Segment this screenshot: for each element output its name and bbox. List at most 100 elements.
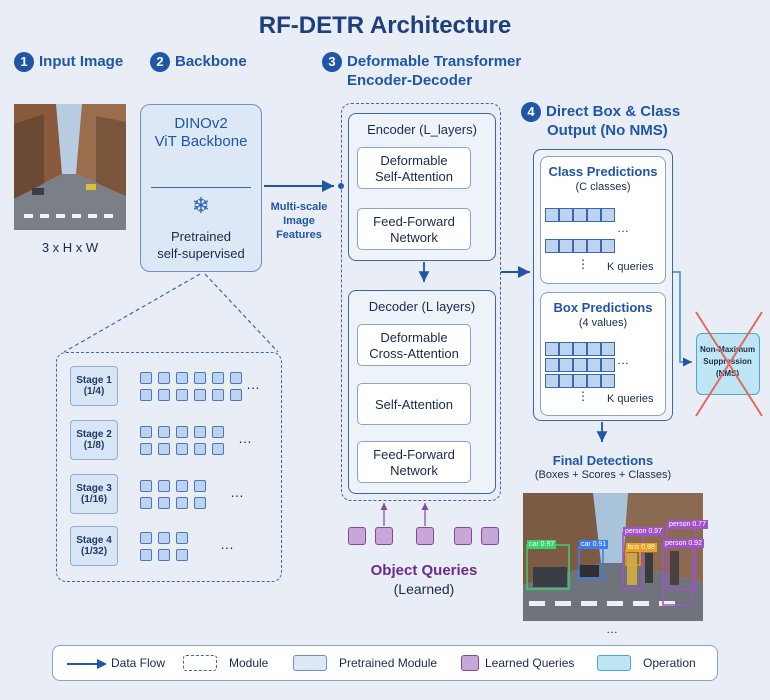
prediction-cell bbox=[559, 239, 573, 253]
legend-operation: Operation bbox=[643, 656, 696, 670]
box-predictions-sub: (4 values) bbox=[578, 317, 628, 329]
feature-cell bbox=[176, 549, 188, 561]
features-label-line1: Multi-scale bbox=[270, 201, 328, 213]
object-query-4 bbox=[454, 527, 472, 545]
step-3-label-line2: Encoder-Decoder bbox=[347, 72, 473, 89]
legend: Data Flow Module Pretrained Module Learn… bbox=[52, 645, 718, 681]
feature-cell bbox=[212, 443, 224, 455]
detection-label-1: car 0.97 bbox=[527, 540, 557, 549]
step-2-label: Backbone bbox=[175, 52, 247, 70]
feature-cell bbox=[176, 426, 188, 438]
features-label-line2: Image bbox=[283, 215, 315, 227]
detection-label-5: bus 0.98 bbox=[626, 543, 657, 552]
feature-cell bbox=[176, 532, 188, 544]
feature-cell bbox=[158, 497, 170, 509]
encoder-block-2-line2: Network bbox=[390, 230, 438, 245]
feature-cell bbox=[176, 443, 188, 455]
stage-2-box: Stage 2(1/8) bbox=[70, 420, 118, 460]
encoder-block-2-line1: Feed-Forward bbox=[373, 214, 455, 229]
object-query-1 bbox=[348, 527, 366, 545]
prediction-cell bbox=[587, 239, 601, 253]
box-k-queries: K queries bbox=[607, 393, 654, 405]
multiscale-stages-module bbox=[56, 352, 282, 582]
class-predictions-sub: (C classes) bbox=[575, 181, 631, 193]
backbone-sub-line1: Pretrained bbox=[171, 229, 231, 244]
prediction-cell bbox=[559, 358, 573, 372]
decoder-title: Decoder (L layers) bbox=[368, 299, 476, 314]
step-4-number: 4 bbox=[521, 102, 541, 122]
prediction-cell bbox=[559, 342, 573, 356]
feature-cell bbox=[140, 497, 152, 509]
detection-label-3: person 0.97 bbox=[623, 527, 664, 536]
page-title: RF-DETR Architecture bbox=[258, 12, 512, 39]
detection-label-2: car 0.91 bbox=[579, 540, 609, 549]
final-detections-sub: (Boxes + Scores + Classes) bbox=[534, 469, 672, 481]
feature-cell bbox=[194, 426, 206, 438]
feature-cell bbox=[158, 426, 170, 438]
feature-cell bbox=[140, 532, 152, 544]
step-2-number: 2 bbox=[150, 52, 170, 72]
prediction-cell bbox=[601, 208, 615, 222]
features-label-line3: Features bbox=[276, 229, 322, 241]
stage-2-name: Stage 2 bbox=[76, 429, 112, 440]
object-query-3 bbox=[416, 527, 434, 545]
prediction-cell bbox=[601, 239, 615, 253]
stage-1-name: Stage 1 bbox=[76, 375, 112, 386]
feature-cell bbox=[230, 389, 242, 401]
feature-cell bbox=[140, 549, 152, 561]
prediction-cell bbox=[573, 374, 587, 388]
feature-cell bbox=[194, 443, 206, 455]
encoder-block-1-line1: Deformable bbox=[380, 153, 448, 168]
stage-3-name: Stage 3 bbox=[76, 483, 112, 494]
backbone-sub-line2: self-supervised bbox=[157, 246, 245, 261]
feature-cell bbox=[158, 549, 170, 561]
feature-cell bbox=[140, 480, 152, 492]
prediction-cell bbox=[545, 342, 559, 356]
step-4-label-line1: Direct Box & Class bbox=[546, 102, 681, 120]
prediction-cell bbox=[601, 358, 615, 372]
stage-3-box: Stage 3(1/16) bbox=[70, 474, 118, 514]
decoder-block-3-line1: Feed-Forward bbox=[373, 447, 455, 462]
prediction-cell bbox=[601, 374, 615, 388]
backbone-name-line1: DINOv2 bbox=[174, 115, 228, 132]
legend-operation-swatch bbox=[597, 655, 631, 671]
prediction-cell bbox=[601, 342, 615, 356]
feature-cell bbox=[158, 372, 170, 384]
encoder-ffn: Feed-Forward Network bbox=[357, 208, 471, 250]
feature-cell bbox=[140, 443, 152, 455]
feature-cell bbox=[194, 480, 206, 492]
stage-2-scale: (1/8) bbox=[83, 440, 105, 451]
stage-1-box: Stage 1(1/4) bbox=[70, 366, 118, 406]
decoder-block-1-line1: Deformable bbox=[380, 330, 448, 345]
legend-learned: Learned Queries bbox=[485, 656, 575, 670]
detection-label-4: person 0.77 bbox=[667, 520, 708, 529]
object-query-2 bbox=[375, 527, 393, 545]
box-vellipsis: ⋮ bbox=[577, 389, 589, 403]
decoder-block-1-line2: Cross-Attention bbox=[369, 346, 459, 361]
encoder-self-attention: Deformable Self-Attention bbox=[357, 147, 471, 189]
encoder-block-1-line2: Self-Attention bbox=[374, 169, 454, 184]
feature-cell bbox=[176, 497, 188, 509]
prediction-cell bbox=[573, 342, 587, 356]
object-queries-sub: (Learned) bbox=[393, 581, 455, 597]
prediction-cell bbox=[545, 358, 559, 372]
stage-4-name: Stage 4 bbox=[76, 535, 112, 546]
step-3-number: 3 bbox=[322, 52, 342, 72]
box-predictions-title: Box Predictions bbox=[553, 300, 653, 315]
prediction-cell bbox=[587, 208, 601, 222]
prediction-cell bbox=[587, 358, 601, 372]
feature-cell bbox=[194, 497, 206, 509]
prediction-cell bbox=[573, 208, 587, 222]
prediction-cell bbox=[587, 374, 601, 388]
feature-cell bbox=[158, 443, 170, 455]
stage-1-ellipsis: … bbox=[246, 376, 260, 392]
prediction-cell bbox=[545, 374, 559, 388]
legend-arrow-icon bbox=[67, 659, 107, 669]
box-row-ellipsis: … bbox=[617, 353, 629, 367]
step-4-header: 4 Direct Box & Class bbox=[521, 102, 680, 122]
feature-cell bbox=[212, 389, 224, 401]
legend-learned-swatch bbox=[461, 655, 479, 671]
decoder-self-attention: Self-Attention bbox=[357, 383, 471, 425]
